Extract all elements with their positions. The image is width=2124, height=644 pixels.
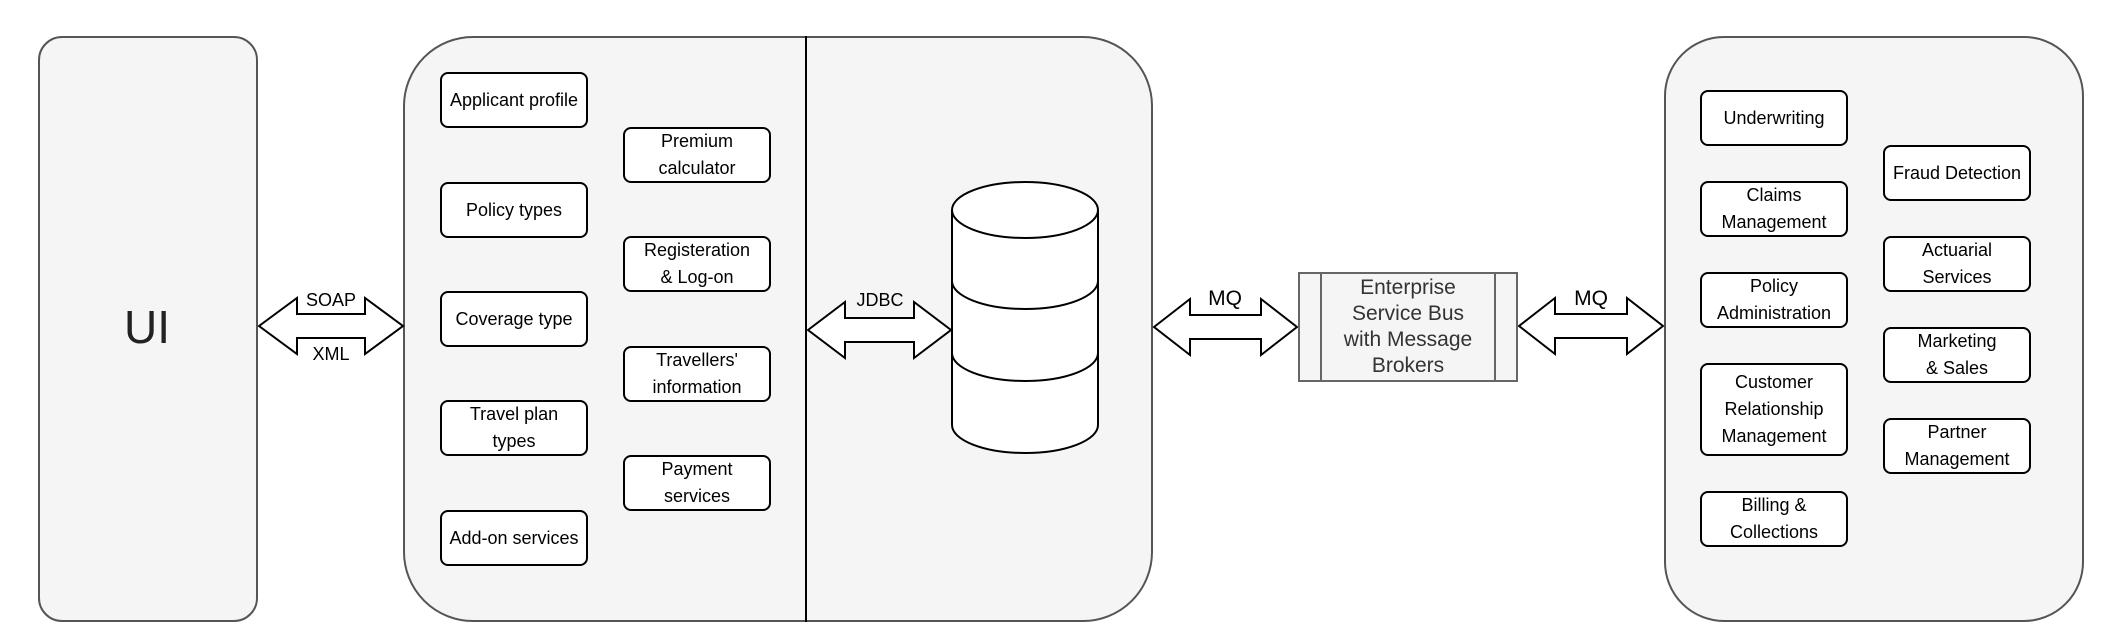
esb-label: Enterprise Service Bus with Message Brok… xyxy=(1343,276,1473,377)
ui-panel-title: UI xyxy=(124,301,170,353)
backend-marketing-sales: Marketing & Sales xyxy=(1883,327,2031,383)
module-add-on-services: Add-on services xyxy=(440,510,588,566)
enterprise-service-bus: Enterprise Service Bus with Message Brok… xyxy=(1298,272,1518,382)
mq-right-label: MQ xyxy=(1574,287,1608,310)
module-registration-log-on: Registeration & Log-on xyxy=(623,236,771,292)
mq-arrow-right xyxy=(1517,295,1665,357)
backend-claims-management: Claims Management xyxy=(1700,181,1848,237)
backend-partner-management: Partner Management xyxy=(1883,418,2031,474)
module-payment-services: Payment services xyxy=(623,455,771,511)
module-premium-calculator: Premium calculator xyxy=(623,127,771,183)
backend-underwriting: Underwriting xyxy=(1700,90,1848,146)
jdbc-label: JDBC xyxy=(856,290,904,310)
module-policy-types: Policy types xyxy=(440,182,588,238)
backend-fraud-detection: Fraud Detection xyxy=(1883,145,2031,201)
backend-billing-collections: Billing & Collections xyxy=(1700,491,1848,547)
module-travel-plan-types: Travel plan types xyxy=(440,400,588,456)
module-travellers-information: Travellers' information xyxy=(623,346,771,402)
module-coverage-type: Coverage type xyxy=(440,291,588,347)
mq-left-label: MQ xyxy=(1208,287,1242,310)
mq-arrow-left xyxy=(1152,296,1299,358)
backend-actuarial-services: Actuarial Services xyxy=(1883,236,2031,292)
database-cylinder xyxy=(951,181,1099,454)
soap-label: SOAP xyxy=(305,290,357,310)
backend-policy-administration: Policy Administration xyxy=(1700,272,1848,328)
soap-xml-arrow xyxy=(257,296,405,356)
esb-left-bar xyxy=(1320,274,1322,380)
module-applicant-profile: Applicant profile xyxy=(440,72,588,128)
xml-label: XML xyxy=(312,344,350,364)
backend-customer-relationship-management: Customer Relationship Management xyxy=(1700,363,1848,456)
ui-panel xyxy=(38,36,258,622)
esb-right-bar xyxy=(1494,274,1496,380)
